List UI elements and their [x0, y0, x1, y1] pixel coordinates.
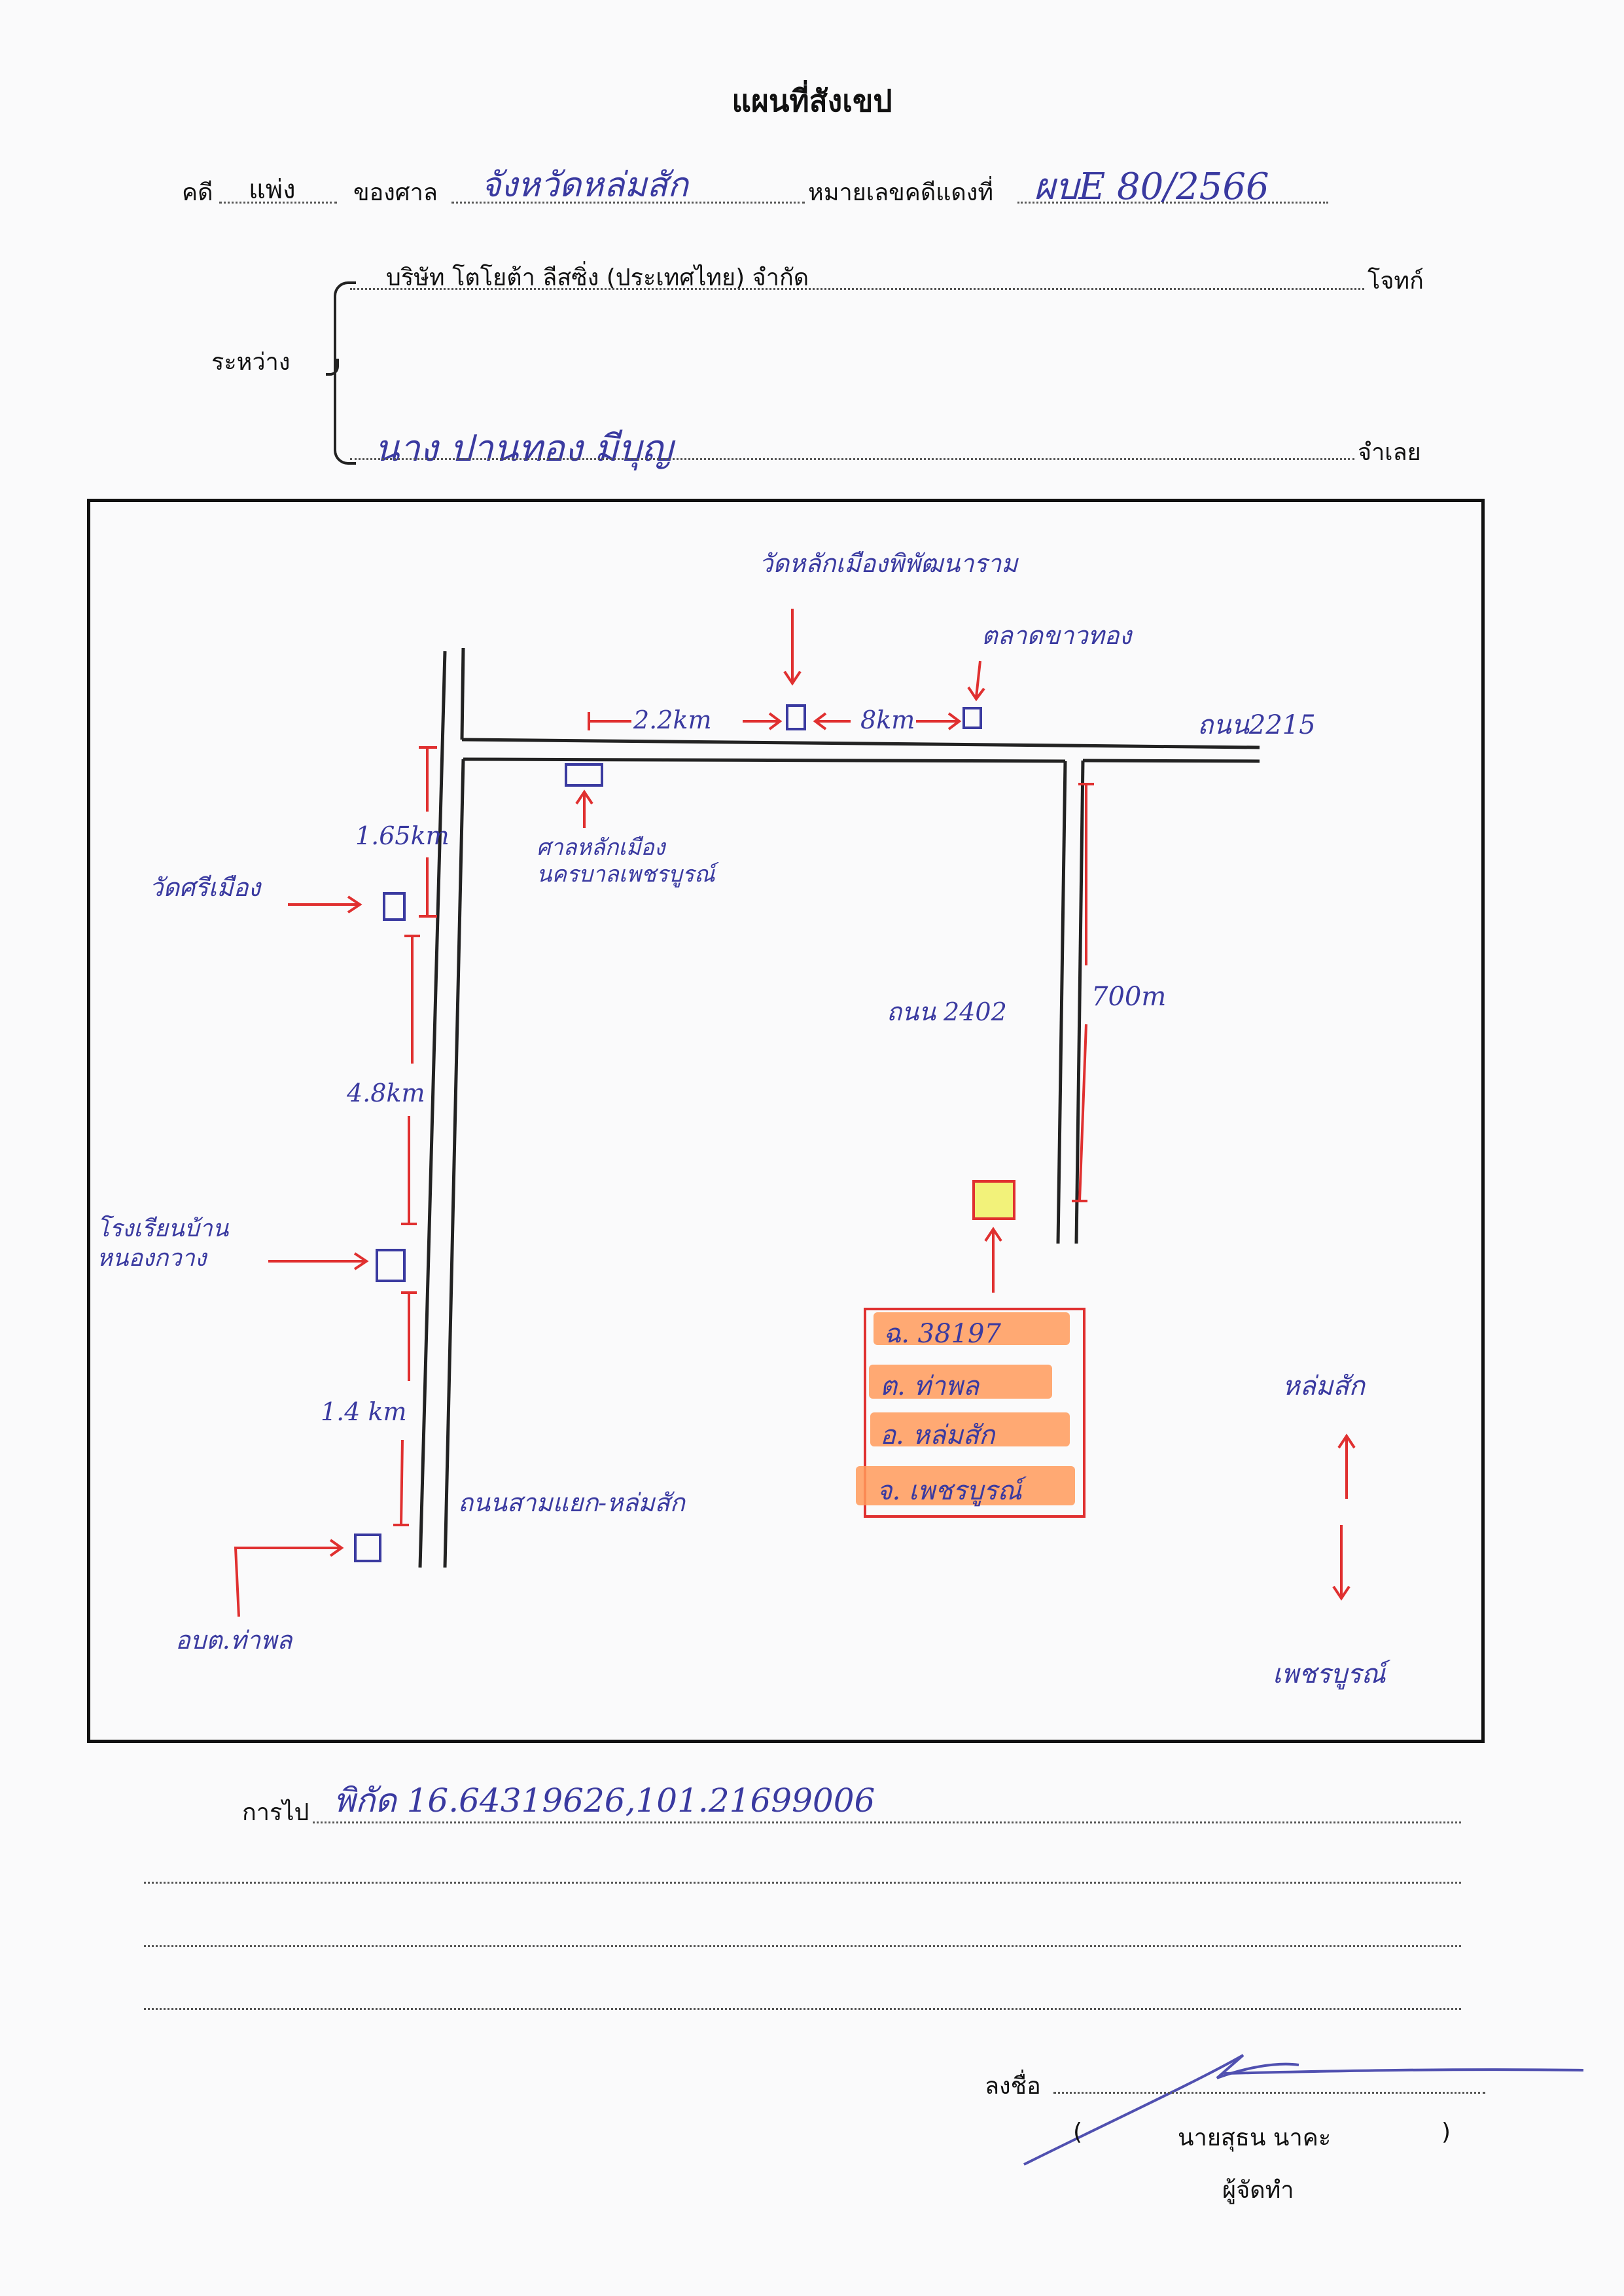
dist14-bottom	[400, 1439, 404, 1526]
party-brace-tip	[326, 359, 339, 376]
plaintiff-value: บริษัท โตโยต้า ลีสซิ่ง (ประเทศไทย) จำกัด	[386, 264, 809, 291]
sign-line	[1053, 2092, 1485, 2094]
temple-top-label: วัดหลักเมืองพิพัฒนาราม	[759, 549, 1018, 578]
school-arrowhead	[353, 1252, 369, 1270]
obt-arrowhead	[329, 1539, 344, 1557]
market-marker	[962, 707, 982, 729]
road-main-stub	[460, 647, 465, 740]
city-pillar-label: ศาลหลักเมือง นครบาลเพชรบูรณ์	[537, 834, 715, 888]
temple-top-marker	[786, 704, 806, 730]
dist-48-label: 4.8km	[347, 1079, 425, 1107]
plot-highlight-1	[874, 1312, 1070, 1345]
defendant-line	[350, 458, 1354, 460]
plot-highlight-2	[869, 1365, 1052, 1399]
sign-label: ลงชื่อ	[985, 2073, 1041, 2100]
road-main-label: ถนนสามแยก-หล่มสัก	[458, 1488, 685, 1517]
plaintiff-label: โจทก์	[1368, 268, 1424, 295]
directions-line-1	[313, 1821, 1461, 1823]
signer-name: นายสุธน นาคะ	[1178, 2125, 1332, 2151]
temple-left-arrowhead	[347, 895, 362, 914]
red-case-label: หมายเลขคดีแดงที่	[808, 179, 994, 206]
directions-line-4	[144, 2008, 1461, 2010]
road-main-outer	[418, 651, 447, 1568]
plot-subdistrict: ต. ท่าพล	[880, 1371, 980, 1401]
road-lines	[418, 647, 1260, 1568]
market-arrow	[975, 660, 981, 698]
dist-165-label: 1.65km	[355, 821, 450, 850]
plot-arrowhead	[984, 1227, 1002, 1242]
road-2215-top	[461, 738, 1260, 749]
case-label: คดี	[182, 179, 213, 206]
temple-left-marker	[383, 892, 406, 921]
school-marker	[376, 1249, 406, 1282]
obt-label: อบต.ท่าพล	[175, 1626, 292, 1655]
plot-marker	[972, 1180, 1015, 1220]
defendant-value: นาง ปานทอง มีบุญ	[374, 427, 673, 470]
red-case-value: ผบE 80/2566	[1034, 166, 1269, 208]
red-case-line	[1017, 202, 1328, 204]
signer-role: ผู้จัดทำ	[1222, 2177, 1294, 2204]
plot-deed: ฉ. 38197	[883, 1319, 1001, 1349]
directions-line-2	[144, 1882, 1461, 1884]
market-arrowhead	[967, 686, 985, 702]
dist-700-label: 700m	[1091, 982, 1167, 1012]
school-label: โรงเรียนบ้าน หนองกวาง	[97, 1215, 229, 1272]
directions-line-3	[144, 1945, 1461, 1947]
dist8-right-arrowhead	[947, 712, 962, 730]
plot-province: จ. เพชรบูรณ์	[877, 1476, 1022, 1506]
map-frame	[87, 499, 1485, 1743]
city-pillar-arrowhead	[575, 789, 593, 805]
plot-info-box	[864, 1308, 1086, 1518]
city-pillar-marker	[565, 763, 603, 787]
road-2402-left	[1056, 761, 1067, 1244]
road-2215-bottom-left	[463, 757, 1066, 763]
dist22-arrowhead	[768, 712, 783, 730]
road-2402-right	[1074, 760, 1085, 1244]
document-title: แผนที่สังเขป	[732, 83, 892, 118]
plot-highlight-3	[870, 1412, 1070, 1446]
defendant-label: จำเลย	[1358, 439, 1421, 466]
temple-left-label: วัดศรีเมือง	[149, 873, 260, 902]
plot-highlight-4	[856, 1466, 1075, 1505]
dist-14-label: 1.4 km	[321, 1397, 407, 1426]
obt-arrow	[234, 1547, 340, 1617]
temple-top-arrowhead	[783, 670, 802, 686]
market-label: ตลาดขาวทอง	[981, 621, 1132, 650]
dist-22-label: 2.2km	[633, 706, 712, 734]
plaintiff-line	[350, 288, 1364, 290]
north-arrowhead	[1337, 1433, 1356, 1449]
case-type-line	[219, 202, 337, 204]
dist8-left-arrowhead	[813, 712, 827, 730]
court-line	[451, 202, 805, 204]
obt-marker	[354, 1534, 381, 1562]
signature-scribble	[1023, 2054, 1584, 2166]
south-label: เพชรบูรณ์	[1273, 1659, 1386, 1689]
sign-close-paren: )	[1441, 2119, 1451, 2145]
case-type: แพ่ง	[249, 175, 296, 205]
between-label: ระหว่าง	[211, 349, 291, 376]
road-2215-label: ถนน2215	[1197, 710, 1316, 740]
plot-district: อ. หล่มสัก	[880, 1420, 995, 1450]
dist700-bottom	[1078, 1024, 1087, 1202]
road-main-inner	[443, 759, 465, 1568]
north-label: หล่มสัก	[1282, 1371, 1365, 1401]
court-label: ของศาล	[353, 179, 438, 206]
sign-open-paren: (	[1073, 2119, 1083, 2145]
directions-label: การไป	[242, 1799, 309, 1826]
court-value: จังหวัดหล่มสัก	[481, 166, 688, 205]
south-arrowhead	[1332, 1585, 1350, 1601]
directions-value: พิกัด 16.64319626,101.21699006	[334, 1782, 875, 1820]
road-2402-label: ถนน 2402	[887, 997, 1007, 1026]
dist-8-label: 8km	[860, 706, 915, 734]
